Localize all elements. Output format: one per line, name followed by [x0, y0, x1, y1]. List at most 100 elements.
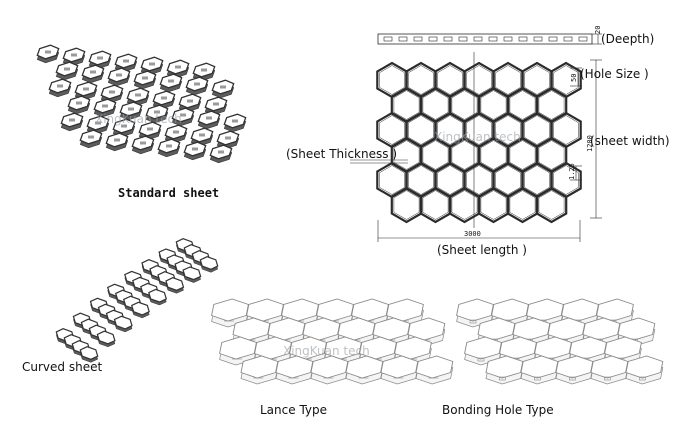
drawing-hex — [521, 61, 553, 99]
cell-slot — [45, 50, 51, 54]
strip-slot — [398, 36, 408, 42]
lance-type-label: Lance Type — [260, 403, 328, 417]
strip-slot — [473, 36, 483, 42]
drawing-hex-inner — [379, 165, 405, 195]
drawing-hex — [492, 161, 524, 199]
drawing-hex-inner — [480, 190, 507, 220]
cell-slot — [213, 102, 219, 106]
drawing-hex — [463, 161, 495, 199]
drawing-hex-inner — [495, 115, 521, 145]
strip-slot — [578, 36, 588, 42]
drawing-hex-inner — [422, 140, 449, 170]
drawing-hex — [521, 111, 553, 149]
sheet-thickness-label: (Sheet Thickness ) — [286, 147, 397, 161]
cell-slot — [194, 82, 200, 86]
cell-slot — [192, 147, 198, 151]
drawing-hex-inner — [466, 65, 492, 95]
drawing-hex — [477, 86, 510, 124]
curved-cell — [130, 301, 150, 316]
drawing-hex-inner — [509, 140, 536, 170]
strip-slot — [383, 36, 393, 42]
drawing-hex — [492, 61, 524, 99]
bonding-hole-type-image — [456, 298, 664, 385]
strip-slot — [563, 36, 573, 42]
cell-slot — [90, 70, 96, 74]
drawing-hex — [405, 111, 437, 149]
cell-slot — [180, 113, 186, 117]
cell-slot — [187, 99, 193, 103]
technical-drawing — [350, 33, 602, 242]
bond-hole — [477, 357, 485, 362]
drawing-hex-inner — [480, 140, 507, 170]
drawing-hex — [376, 111, 408, 149]
drawing-hex-inner — [509, 190, 536, 220]
drawing-hex — [448, 86, 481, 124]
drawing-hex-inner — [538, 190, 565, 220]
drawing-hex — [535, 186, 568, 224]
cell-slot — [154, 110, 160, 114]
drawing-hex-inner — [524, 165, 550, 195]
cell-slot — [161, 96, 167, 100]
cell-slot — [76, 101, 82, 105]
cell-slot — [173, 130, 179, 134]
cell-slot — [135, 93, 141, 97]
drawing-hex-inner — [408, 115, 434, 145]
bond-hole — [469, 319, 477, 324]
drawing-hex-inner — [553, 165, 579, 195]
depth-strip — [377, 33, 593, 45]
curved-cell — [182, 266, 202, 281]
drawing-hex — [405, 161, 437, 199]
drawing-hex — [463, 61, 495, 99]
drawing-hex — [376, 61, 408, 99]
curved-cell — [96, 330, 116, 345]
watermark-standard: XingKuan tech — [95, 112, 182, 126]
drawing-hex — [448, 186, 481, 224]
drawing-hex-inner — [451, 190, 478, 220]
hole-size-label: (Hole Size ) — [580, 67, 649, 81]
drawing-hex-inner — [538, 140, 565, 170]
bond-hole — [604, 376, 611, 381]
cell-slot — [71, 53, 77, 57]
bond-hole — [534, 376, 541, 381]
drawing-hex-inner — [538, 90, 565, 120]
depth-label: (Deepth) — [601, 32, 655, 46]
drawing-hex-inner — [422, 190, 449, 220]
cell-slot — [123, 59, 129, 63]
cell-slot — [114, 138, 120, 142]
drawing-hex-inner — [451, 90, 478, 120]
cell-slot — [97, 56, 103, 60]
curved-cell — [148, 288, 168, 303]
drawing-hex-inner — [495, 165, 521, 195]
drawing-hex-inner — [553, 65, 579, 95]
cell-slot — [166, 144, 172, 148]
drawing-hex-inner — [379, 115, 405, 145]
drawing-hex-inner — [408, 65, 434, 95]
drawing-hex — [434, 61, 466, 99]
drawing-hex-inner — [524, 115, 550, 145]
drawing-hex-inner — [408, 165, 434, 195]
cell-slot — [232, 119, 238, 123]
strip-slot — [548, 36, 558, 42]
cell-slot — [64, 67, 70, 71]
cell-slot — [225, 136, 231, 140]
curved-sheet-label: Curved sheet — [22, 360, 103, 374]
drawing-hex-inner — [553, 115, 579, 145]
drawing-hex — [521, 161, 553, 199]
cell-slot — [109, 90, 115, 94]
drawing-hex-inner — [466, 115, 492, 145]
drawing-hex — [434, 161, 466, 199]
bond-hole — [639, 376, 646, 381]
cell-slot — [218, 150, 224, 154]
strip-slot — [533, 36, 543, 42]
cell-slot — [206, 116, 212, 120]
drawing-hex — [405, 61, 437, 99]
watermark-drawing: XingKuan tech — [434, 130, 521, 144]
cell-slot — [168, 79, 174, 83]
drawing-hex-inner — [466, 165, 492, 195]
drawing-hex-inner — [509, 90, 536, 120]
cell-slot — [149, 62, 155, 66]
strip-slot — [413, 36, 423, 42]
drawing-hex — [390, 186, 423, 224]
drawing-hex-inner — [437, 115, 463, 145]
sketch-cell — [625, 355, 664, 379]
